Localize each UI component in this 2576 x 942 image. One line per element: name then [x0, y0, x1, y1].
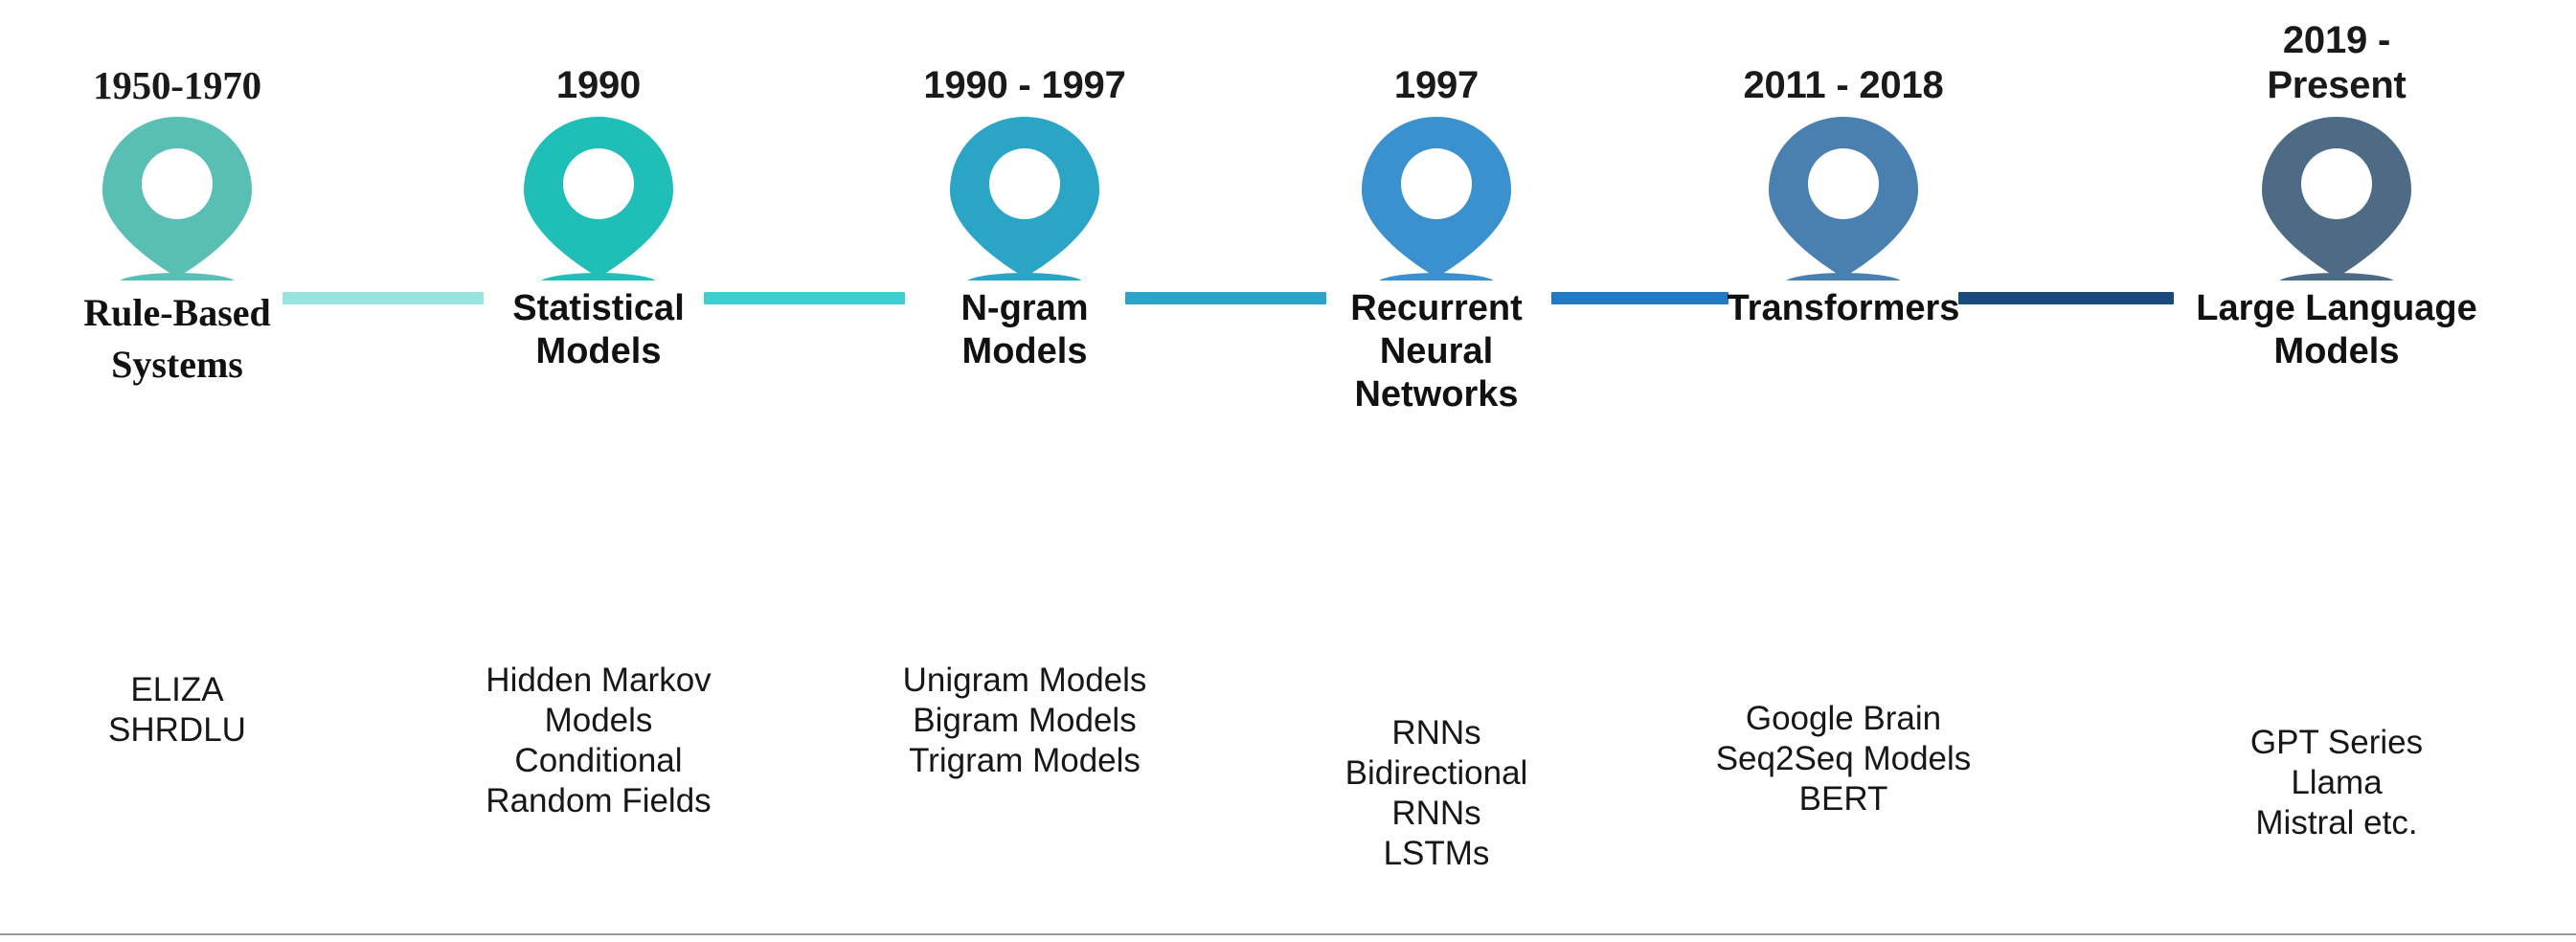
items-label-large-language-models: GPT Series Llama Mistral etc. — [2249, 724, 2424, 841]
title-slot-large-language-models: Large Language Models — [2131, 287, 2542, 431]
connector-2 — [704, 292, 905, 304]
title-slot-statistical-models: Statistical Models — [393, 287, 804, 431]
date-slot-rule-based-systems: 1950-1970 — [0, 8, 383, 108]
items-slot-statistical-models: Hidden Markov Models Conditional Random … — [393, 661, 804, 821]
title-slot-rule-based-systems: Rule-Based Systems — [0, 287, 383, 431]
items-label-transformers: Google Brain Seq2Seq Models BERT — [1715, 700, 1972, 818]
date-label-rule-based-systems: 1950-1970 — [93, 62, 261, 107]
pin-n-gram-models[interactable] — [819, 113, 1231, 280]
map-pin-icon — [1769, 117, 1918, 280]
title-label-statistical-models: Statistical Models — [512, 288, 685, 371]
map-pin-icon — [524, 117, 673, 280]
items-label-recurrent-neural-networks: RNNs Bidirectional RNNs LSTMs — [1344, 714, 1528, 872]
date-slot-transformers: 2011 - 2018 — [1638, 8, 2049, 108]
items-label-rule-based-systems: ELIZA SHRDLU — [108, 671, 246, 749]
connector-4 — [1551, 292, 1729, 304]
connector-1 — [282, 292, 484, 304]
title-label-rule-based-systems: Rule-Based Systems — [83, 291, 271, 386]
pin-rule-based-systems[interactable] — [0, 113, 383, 280]
pin-large-language-models[interactable] — [2131, 113, 2542, 280]
items-label-n-gram-models: Unigram Models Bigram Models Trigram Mod… — [902, 662, 1147, 779]
date-slot-n-gram-models: 1990 - 1997 — [819, 8, 1231, 108]
map-pin-icon — [950, 117, 1099, 280]
map-pin-icon — [2262, 117, 2411, 280]
date-label-statistical-models: 1990 — [555, 63, 642, 106]
pin-statistical-models[interactable] — [393, 113, 804, 280]
date-label-transformers: 2011 - 2018 — [1743, 63, 1944, 106]
date-slot-large-language-models: 2019 - Present — [2131, 8, 2542, 108]
title-label-recurrent-neural-networks: Recurrent Neural Networks — [1350, 288, 1523, 415]
items-slot-large-language-models: GPT Series Llama Mistral etc. — [2131, 723, 2542, 843]
map-pin-icon — [1362, 117, 1511, 280]
date-label-large-language-models: 2019 - Present — [2267, 18, 2407, 106]
bottom-rule — [0, 933, 2576, 935]
title-slot-recurrent-neural-networks: Recurrent Neural Networks — [1231, 287, 1642, 431]
connector-5 — [1958, 292, 2174, 304]
title-slot-n-gram-models: N-gram Models — [819, 287, 1231, 431]
items-slot-n-gram-models: Unigram Models Bigram Models Trigram Mod… — [819, 661, 1231, 781]
pin-transformers[interactable] — [1638, 113, 2049, 280]
date-label-n-gram-models: 1990 - 1997 — [923, 63, 1126, 106]
title-label-n-gram-models: N-gram Models — [960, 288, 1089, 371]
title-label-large-language-models: Large Language Models — [2196, 288, 2477, 371]
items-slot-recurrent-neural-networks: RNNs Bidirectional RNNs LSTMs — [1231, 713, 1642, 874]
map-pin-icon — [102, 117, 252, 280]
date-label-recurrent-neural-networks: 1997 — [1393, 63, 1480, 106]
items-slot-transformers: Google Brain Seq2Seq Models BERT — [1638, 699, 2049, 819]
date-slot-statistical-models: 1990 — [393, 8, 804, 108]
pin-recurrent-neural-networks[interactable] — [1231, 113, 1642, 280]
title-slot-transformers: Transformers — [1638, 287, 2049, 431]
connector-3 — [1125, 292, 1326, 304]
title-label-transformers: Transformers — [1727, 288, 1960, 328]
items-slot-rule-based-systems: ELIZA SHRDLU — [0, 670, 383, 751]
items-label-statistical-models: Hidden Markov Models Conditional Random … — [486, 662, 712, 819]
date-slot-recurrent-neural-networks: 1997 — [1231, 8, 1642, 108]
